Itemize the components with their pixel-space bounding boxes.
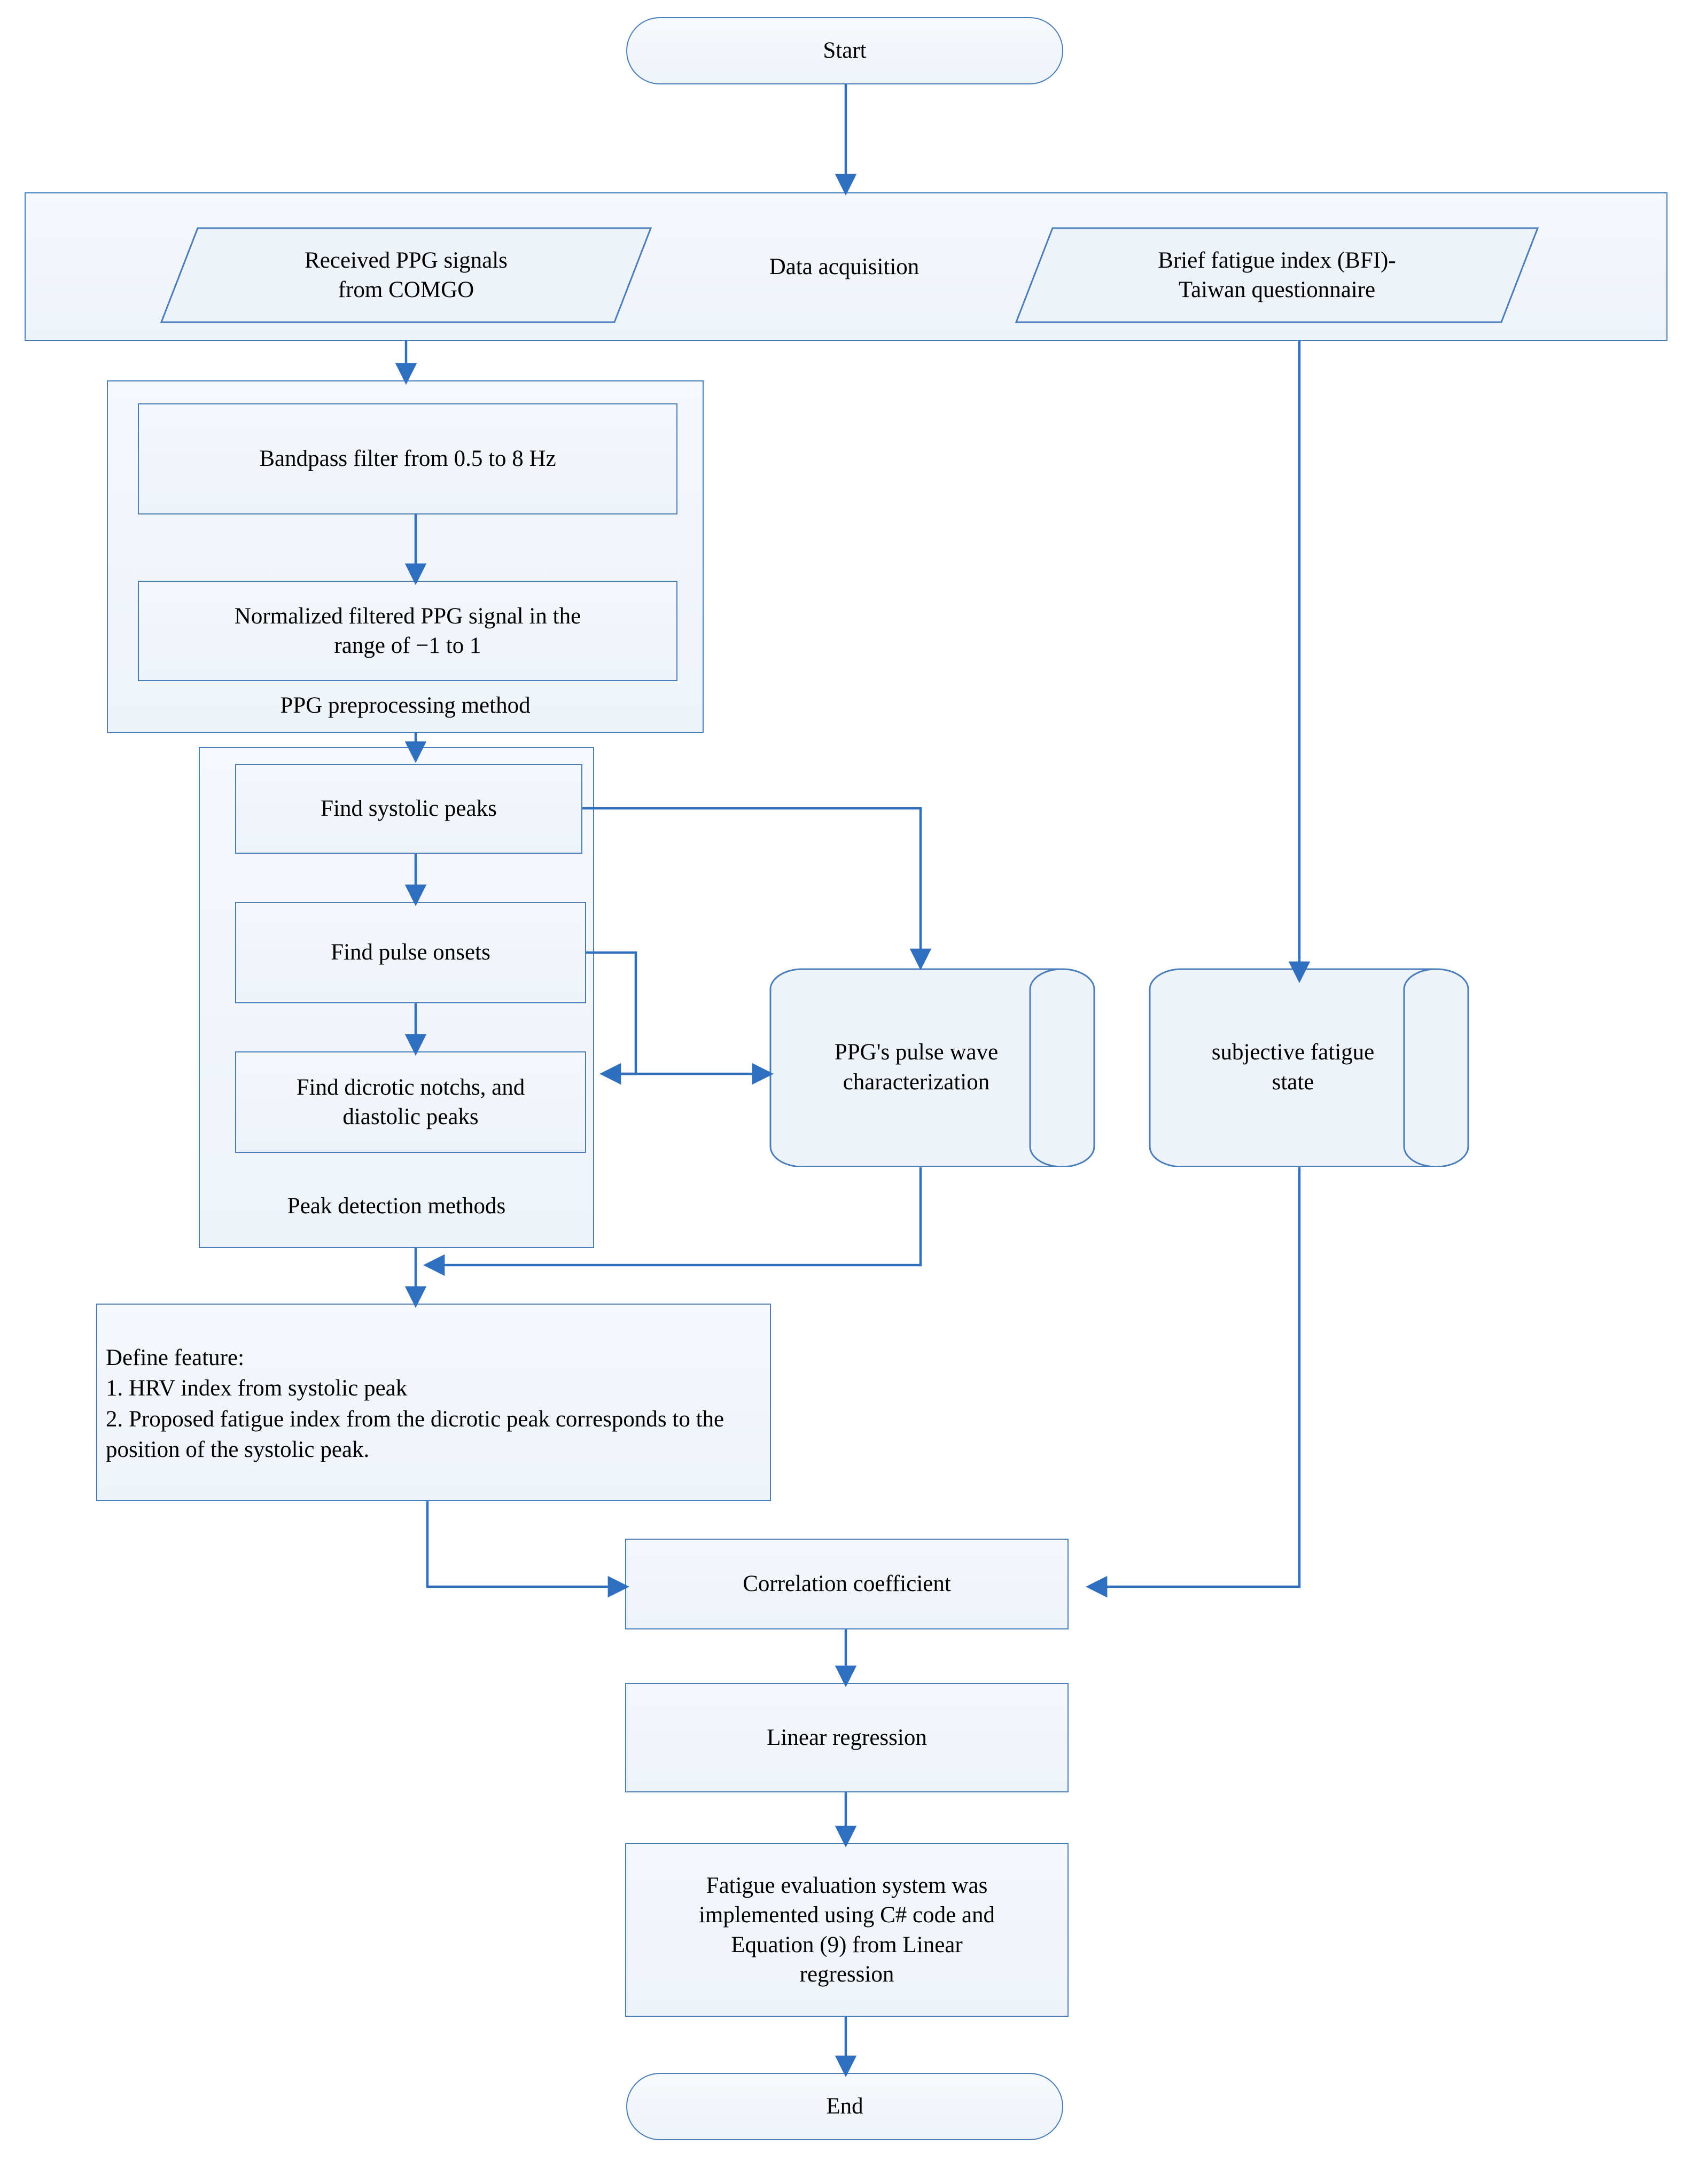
data-acquisition-label: Data acquisition xyxy=(769,254,919,280)
node-bandpass-filter-label: Bandpass filter from 0.5 to 8 Hz xyxy=(259,446,556,472)
node-linear-regression: Linear regression xyxy=(625,1683,1069,1792)
peak-detection-label: Peak detection methods xyxy=(287,1194,506,1219)
node-correlation-coefficient-label: Correlation coefficient xyxy=(743,1571,951,1597)
node-bfi-questionnaire-label: Brief fatigue index (BFI)- Taiwan questi… xyxy=(1158,247,1396,302)
node-fatigue-evaluation-system: Fatigue evaluation system was implemente… xyxy=(625,1843,1069,2017)
node-find-dicrotic-notchs: Find dicrotic notchs, and diastolic peak… xyxy=(235,1051,586,1153)
node-start: Start xyxy=(626,17,1063,84)
node-received-ppg: Received PPG signals from COMGO xyxy=(160,227,652,323)
parallelogram-shape xyxy=(1015,227,1539,323)
node-subjective-fatigue-state: subjective fatigue state xyxy=(1149,968,1469,1167)
node-received-ppg-label: Received PPG signals from COMGO xyxy=(305,247,508,302)
cylinder-shape xyxy=(1149,968,1469,1167)
node-bandpass-filter: Bandpass filter from 0.5 to 8 Hz xyxy=(138,403,677,514)
node-find-systolic-peaks: Find systolic peaks xyxy=(235,764,582,854)
node-end: End xyxy=(626,2073,1063,2140)
cylinder-shape xyxy=(769,968,1095,1167)
node-normalized-signal: Normalized filtered PPG signal in the ra… xyxy=(138,581,677,681)
node-define-feature: Define feature: 1. HRV index from systol… xyxy=(96,1304,771,1501)
node-bfi-questionnaire: Brief fatigue index (BFI)- Taiwan questi… xyxy=(1015,227,1539,323)
node-correlation-coefficient: Correlation coefficient xyxy=(625,1539,1069,1629)
node-start-label: Start xyxy=(823,38,867,64)
node-find-pulse-onsets: Find pulse onsets xyxy=(235,902,586,1003)
parallelogram-shape xyxy=(160,227,652,323)
node-normalized-signal-label: Normalized filtered PPG signal in the ra… xyxy=(234,603,581,658)
node-define-feature-label: Define feature: 1. HRV index from systol… xyxy=(106,1345,724,1462)
node-linear-regression-label: Linear regression xyxy=(767,1725,927,1750)
node-pulse-wave-characterization-label: PPG's pulse wave characterization xyxy=(834,1040,999,1095)
node-fatigue-evaluation-system-label: Fatigue evaluation system was implemente… xyxy=(698,1873,995,1987)
node-find-pulse-onsets-label: Find pulse onsets xyxy=(331,940,490,965)
ppg-preprocessing-label: PPG preprocessing method xyxy=(280,693,531,718)
node-pulse-wave-characterization: PPG's pulse wave characterization xyxy=(769,968,1095,1167)
node-subjective-fatigue-state-label: subjective fatigue state xyxy=(1211,1040,1375,1095)
node-find-dicrotic-notchs-label: Find dicrotic notchs, and diastolic peak… xyxy=(296,1074,525,1129)
node-end-label: End xyxy=(826,2094,863,2119)
node-find-systolic-peaks-label: Find systolic peaks xyxy=(321,796,497,822)
